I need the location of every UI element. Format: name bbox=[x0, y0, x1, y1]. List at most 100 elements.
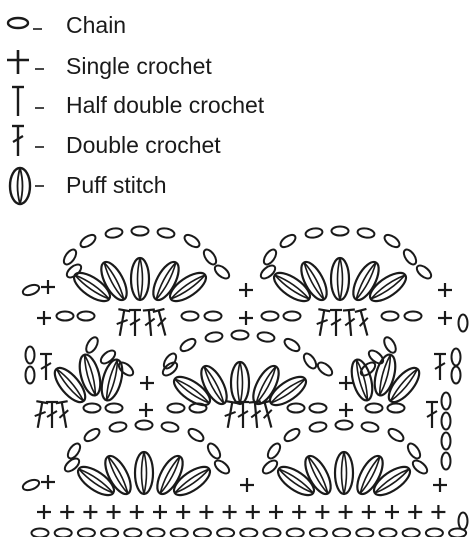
chain-stitch bbox=[216, 527, 236, 537]
single-crochet-stitch bbox=[292, 505, 307, 519]
chain-stitch bbox=[180, 310, 200, 322]
chain-stitch bbox=[359, 361, 377, 377]
single-crochet-stitch bbox=[199, 505, 214, 519]
chain-stitch bbox=[411, 459, 429, 475]
chain-stitch bbox=[259, 264, 277, 280]
chain-stitch bbox=[82, 402, 102, 414]
chain-stitch bbox=[183, 233, 201, 249]
single-crochet-stitch bbox=[83, 505, 98, 519]
chain-stitch bbox=[450, 347, 462, 367]
chain-stitch bbox=[262, 527, 282, 537]
chain-stitch bbox=[279, 233, 297, 249]
double-crochet-stitch bbox=[142, 308, 156, 337]
double-crochet-stitch bbox=[116, 308, 131, 336]
chain-icon bbox=[6, 16, 42, 30]
puff-stitch bbox=[387, 366, 421, 404]
single-crochet-stitch bbox=[408, 505, 423, 519]
chain-stitch bbox=[76, 310, 96, 322]
double-crochet-stitch bbox=[426, 400, 438, 428]
double-crochet-stitch bbox=[34, 400, 49, 428]
puff-stitch bbox=[276, 465, 316, 497]
chain-stitch bbox=[188, 402, 208, 414]
legend-row-double-crochet: Double crochet bbox=[0, 122, 474, 162]
double-crochet-stitch bbox=[354, 307, 369, 336]
single-crochet-stitch bbox=[60, 505, 75, 519]
chain-stitch bbox=[367, 349, 385, 365]
chain-stitch bbox=[260, 310, 280, 322]
single-crochet-stitch bbox=[140, 376, 154, 390]
puff-stitch bbox=[368, 271, 408, 303]
chain-stitch bbox=[364, 402, 384, 414]
chain-stitch bbox=[160, 421, 180, 433]
chain-stitch bbox=[302, 352, 318, 370]
chain-stitch bbox=[83, 427, 101, 443]
puff-stitch bbox=[372, 465, 412, 497]
chain-stitch bbox=[285, 527, 305, 537]
chain-stitch bbox=[21, 283, 41, 297]
crochet-chart-diagram bbox=[21, 225, 469, 537]
puff-stitch bbox=[100, 260, 128, 302]
chain-stitch bbox=[85, 336, 99, 354]
puff-stitch bbox=[304, 454, 332, 496]
single-crochet-stitch bbox=[239, 283, 253, 297]
chain-stitch bbox=[117, 361, 135, 377]
chain-stitch bbox=[62, 248, 78, 266]
legend-label-single-crochet: Single crochet bbox=[66, 53, 212, 79]
double-crochet-stitch bbox=[258, 399, 273, 428]
chain-stitch bbox=[283, 337, 301, 353]
chain-stitch bbox=[123, 527, 143, 537]
double-crochet-stitch bbox=[237, 400, 249, 428]
chain-stitch bbox=[239, 527, 259, 537]
single-crochet-stitch bbox=[106, 505, 121, 519]
double-crochet-stitch bbox=[342, 308, 356, 337]
legend-row-chain: Chain bbox=[0, 6, 474, 46]
chain-stitch bbox=[24, 345, 36, 365]
chain-stitch bbox=[402, 248, 418, 266]
chain-stitch bbox=[330, 225, 350, 237]
chain-stitch bbox=[76, 527, 96, 537]
puff-stitch bbox=[329, 256, 351, 302]
single-crochet-stitch bbox=[339, 376, 353, 390]
puff-stitch-icon bbox=[8, 166, 44, 206]
puff-stitch bbox=[350, 358, 374, 402]
chain-stitch bbox=[308, 527, 328, 537]
chain-stitch bbox=[457, 511, 469, 531]
half-double-crochet-icon bbox=[12, 85, 44, 116]
double-crochet-stitch bbox=[316, 308, 331, 336]
chain-stitch bbox=[386, 402, 406, 414]
chain-stitch bbox=[187, 427, 205, 443]
chain-stitch bbox=[104, 402, 124, 414]
legend-label-half-double-crochet: Half double crochet bbox=[66, 92, 265, 118]
puff-stitch bbox=[78, 353, 102, 397]
single-crochet-stitch bbox=[339, 403, 353, 417]
chain-stitch bbox=[65, 263, 83, 279]
single-crochet-stitch bbox=[153, 505, 167, 519]
single-crochet-stitch bbox=[361, 505, 376, 519]
chain-stitch bbox=[448, 527, 468, 537]
puff-stitch bbox=[53, 366, 87, 404]
puff-stitch bbox=[373, 353, 397, 397]
chain-stitch bbox=[334, 419, 354, 431]
puff-stitch bbox=[252, 364, 280, 406]
chain-stitch bbox=[161, 361, 179, 377]
single-crochet-stitch bbox=[37, 311, 51, 325]
chain-stitch bbox=[192, 527, 212, 537]
chain-stitch bbox=[108, 421, 128, 433]
chain-stitch bbox=[440, 411, 452, 431]
puff-stitch bbox=[272, 271, 312, 303]
single-crochet-stitch bbox=[222, 505, 237, 519]
chain-stitch bbox=[55, 310, 75, 322]
chain-stitch bbox=[100, 527, 120, 537]
chain-stitch bbox=[166, 402, 186, 414]
double-crochet-icon bbox=[12, 124, 44, 156]
chain-stitch bbox=[316, 361, 334, 377]
double-crochet-stitch bbox=[46, 400, 58, 428]
chain-stitch bbox=[355, 527, 375, 537]
chain-stitch bbox=[63, 457, 81, 473]
chain-stitch bbox=[380, 310, 400, 322]
chain-stitch bbox=[130, 225, 150, 237]
single-crochet-stitch bbox=[269, 505, 283, 519]
single-crochet-stitch bbox=[245, 505, 260, 519]
chain-stitch bbox=[415, 264, 433, 280]
chain-stitch bbox=[440, 451, 452, 471]
